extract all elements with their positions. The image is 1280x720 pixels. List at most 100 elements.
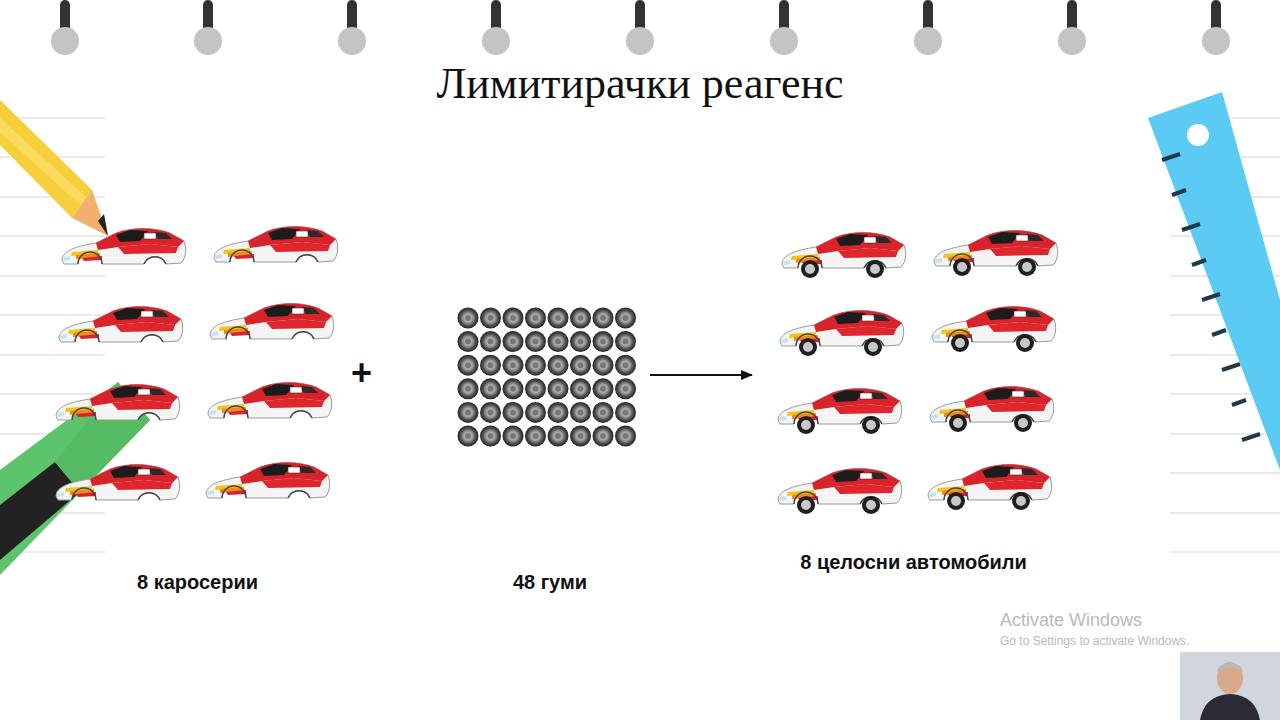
tire-icon (458, 331, 479, 352)
tire-hub (510, 362, 516, 368)
tire-icon (570, 402, 591, 423)
tire-hub (488, 362, 494, 368)
tire-hub (510, 386, 516, 392)
tire-icon (570, 378, 591, 399)
tire-hub (465, 339, 471, 345)
tire-icon (525, 402, 546, 423)
tire-hub (623, 362, 629, 368)
tire-hub (623, 386, 629, 392)
tire-icon (615, 378, 636, 399)
tire-hub (533, 362, 539, 368)
tire-hub (555, 315, 561, 321)
tire-icon (525, 355, 546, 376)
tire-hub (533, 315, 539, 321)
illustration-group: 48 гуми (450, 300, 650, 594)
group-label: 8 каросерии (45, 571, 350, 594)
group-label: 48 гуми (450, 571, 650, 594)
tire-hub (600, 433, 606, 439)
tire-hub (623, 315, 629, 321)
tire-hub (555, 386, 561, 392)
tire-icon (593, 426, 614, 447)
tire-hub (533, 339, 539, 345)
tire-icon (615, 331, 636, 352)
tire-hub (465, 409, 471, 415)
tire-icon (570, 308, 591, 329)
tire-hub (555, 409, 561, 415)
tire-hub (623, 433, 629, 439)
tire-hub (488, 433, 494, 439)
tire-icon (503, 331, 524, 352)
tire-hub (465, 362, 471, 368)
tire-hub (465, 386, 471, 392)
tire-icon (570, 331, 591, 352)
tire-hub (600, 386, 606, 392)
tire-hub (578, 409, 584, 415)
plus-sign: + (351, 352, 372, 394)
tire-hub (510, 409, 516, 415)
tire-icon (525, 331, 546, 352)
tire-icon (458, 402, 479, 423)
tire-icon (480, 355, 501, 376)
tire-icon (593, 308, 614, 329)
reaction-arrow (650, 374, 752, 376)
tire-hub (533, 386, 539, 392)
tire-hub (510, 315, 516, 321)
tire-hub (623, 339, 629, 345)
tire-icon (480, 308, 501, 329)
illustration-group: 8 целосни автомобили (752, 212, 1075, 574)
tire-icon (458, 355, 479, 376)
tire-hub (578, 339, 584, 345)
tire-hub (600, 315, 606, 321)
tire-icon (503, 426, 524, 447)
tire-icon (480, 426, 501, 447)
tire-hub (578, 433, 584, 439)
tire-hub (623, 409, 629, 415)
tire-hub (555, 362, 561, 368)
tire-hub (465, 315, 471, 321)
tire-icon (593, 331, 614, 352)
tire-hub (600, 362, 606, 368)
slide-title: Лимитирачки реагенс (0, 58, 1280, 109)
tire-icon (458, 378, 479, 399)
tire-icon (548, 378, 569, 399)
tire-icon (615, 308, 636, 329)
tire-icon (503, 378, 524, 399)
tire-icon (548, 426, 569, 447)
tire-icon (593, 402, 614, 423)
tire-hub (578, 315, 584, 321)
tire-hub (533, 409, 539, 415)
tire-icon (548, 331, 569, 352)
tire-icon (480, 331, 501, 352)
tire-icon (525, 308, 546, 329)
watermark: Go to Settings to activate Windows. (1000, 634, 1189, 648)
tire-hub (465, 433, 471, 439)
tire-hub (488, 339, 494, 345)
tire-icon (503, 355, 524, 376)
tire-icon (458, 426, 479, 447)
tire-hub (510, 433, 516, 439)
tire-hub (533, 433, 539, 439)
tire-icon (525, 426, 546, 447)
tire-hub (488, 315, 494, 321)
tire-hub (578, 386, 584, 392)
group-label: 8 целосни автомобили (752, 551, 1075, 574)
tire-hub (510, 339, 516, 345)
tire-icon (480, 378, 501, 399)
tire-icon (548, 402, 569, 423)
tire-icon (503, 402, 524, 423)
tire-hub (555, 433, 561, 439)
tire-hub (488, 386, 494, 392)
tire-icon (480, 402, 501, 423)
tire-hub (555, 339, 561, 345)
tire-icon (570, 355, 591, 376)
tire-icon (548, 355, 569, 376)
tire-icon (548, 308, 569, 329)
tire-hub (600, 409, 606, 415)
tire-hub (488, 409, 494, 415)
tire-icon (593, 378, 614, 399)
tire-icon (593, 355, 614, 376)
tire-icon (503, 308, 524, 329)
tire-icon (615, 355, 636, 376)
tire-icon (525, 378, 546, 399)
illustration-group: 8 каросерии (45, 212, 350, 594)
